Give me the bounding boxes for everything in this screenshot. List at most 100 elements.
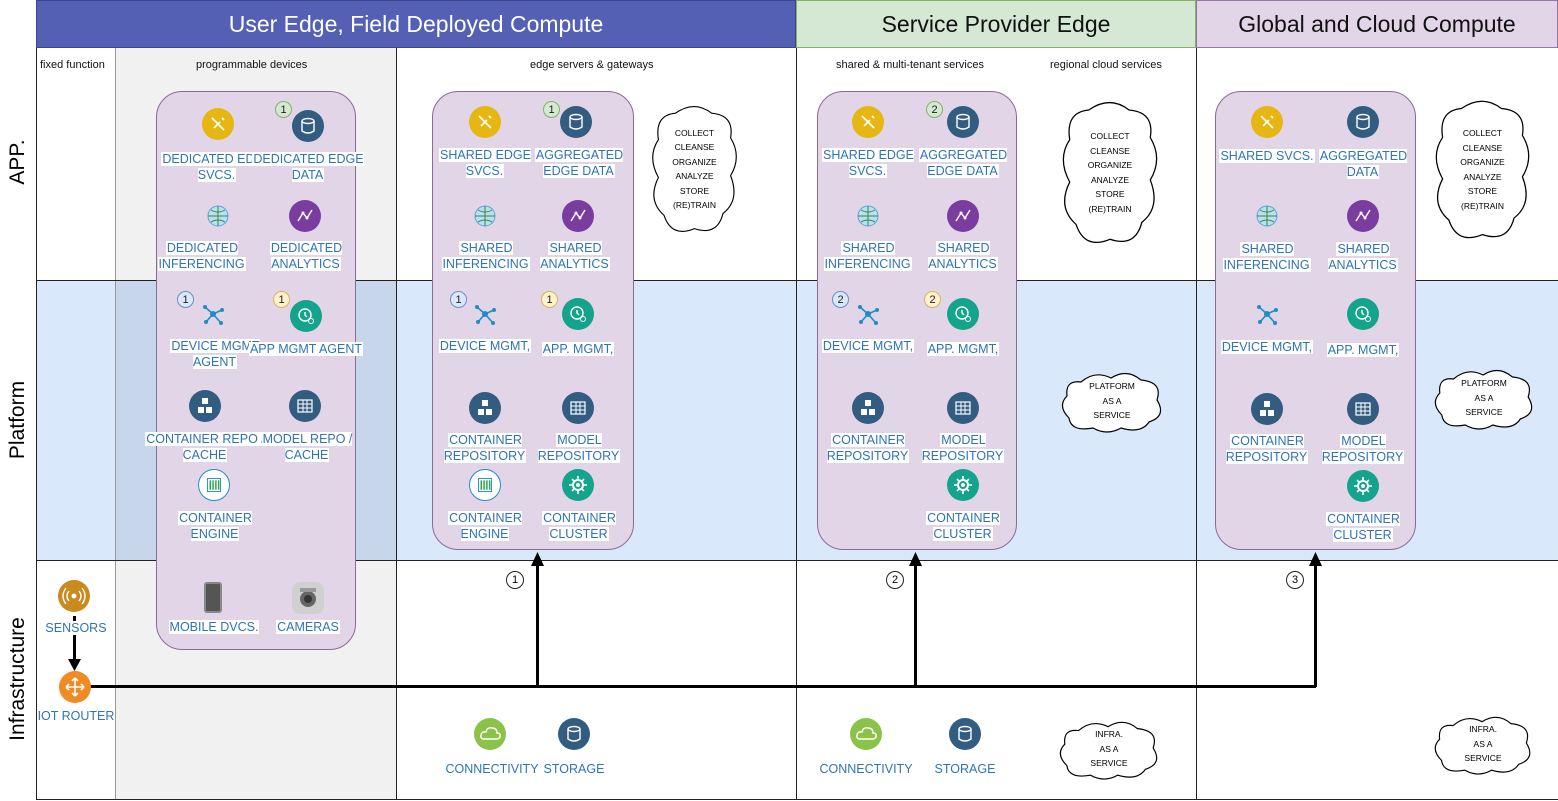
label-container-repository: CONTAINER REPOSITORY — [826, 433, 910, 463]
subheader-fixed-function: fixed function — [40, 59, 105, 71]
label-dedicated-analytics: DEDICATED ANALYTICS — [269, 241, 343, 271]
label-container-cluster: CONTAINER CLUSTER — [926, 511, 1000, 541]
header-service-provider-edge: Service Provider Edge — [796, 0, 1196, 48]
connection-line-sensors — [73, 616, 76, 660]
grid-line — [115, 48, 116, 800]
label-aggregated-data: AGGREGATED DATA — [1318, 149, 1408, 179]
app-management-icon — [1347, 298, 1379, 330]
app-management-icon — [562, 298, 594, 330]
globe-icon — [852, 200, 884, 232]
globe-icon — [1251, 200, 1283, 232]
analytics-icon — [1347, 200, 1379, 232]
container-repository-icon — [469, 392, 501, 424]
database-icon — [1347, 106, 1379, 138]
subheader-edge-servers: edge servers & gateways — [530, 59, 654, 71]
connectivity-icon — [850, 718, 882, 750]
label-container-repository: CONTAINER REPOSITORY — [1225, 434, 1309, 464]
label-container-engine: CONTAINER ENGINE — [448, 511, 522, 541]
label-shared-inferencing: SHARED INFERENCING — [824, 241, 912, 271]
storage-icon — [949, 718, 981, 750]
label-shared-inferencing: SHARED INFERENCING — [1223, 242, 1311, 272]
arrow-head-router — [68, 659, 81, 671]
label-shared-inferencing: SHARED INFERENCING — [442, 241, 530, 271]
label-shared-analytics: SHARED ANALYTICS — [1328, 242, 1398, 272]
grid-line — [396, 48, 397, 800]
globe-icon — [469, 200, 501, 232]
label-device-mgmt: DEVICE MGMT, — [438, 339, 532, 353]
connectivity-icon — [474, 718, 506, 750]
label-device-mgmt-agent: DEVICE MGMT AGENT — [170, 339, 260, 369]
router-icon — [59, 671, 91, 703]
container-cluster-icon — [1347, 470, 1379, 502]
model-repository-icon — [1347, 393, 1379, 425]
subheader-programmable-devices: programmable devices — [196, 59, 308, 71]
label-app-mgmt: APP. MGMT, — [541, 342, 615, 356]
model-repository-icon — [947, 392, 979, 424]
label-shared-edge-svcs: SHARED EDGE SVCS. — [439, 148, 531, 178]
connection-line-provider — [914, 566, 917, 687]
label-dedicated-inferencing: DEDICATED INFERENCING — [158, 241, 246, 271]
label-app-mgmt-agent: APP MGMT AGENT — [248, 342, 364, 356]
database-icon — [292, 110, 324, 142]
sensor-icon — [58, 580, 90, 612]
label-dedicated-edge-data: DEDICATED EDGE DATA — [252, 152, 364, 182]
database-icon — [560, 106, 592, 138]
route-number-2: 2 — [886, 571, 904, 589]
label-device-mgmt: DEVICE MGMT, — [821, 339, 915, 353]
label-model-repo-cache: MODEL REPO / CACHE — [261, 432, 353, 462]
badge-edge-data: 2 — [926, 101, 943, 118]
grid-line — [1196, 48, 1197, 800]
subheader-shared-multi-tenant: shared & multi-tenant services — [836, 59, 984, 71]
app-management-icon — [290, 300, 322, 332]
route-number-3: 3 — [1286, 571, 1304, 589]
badge-app-mgmt: 1 — [541, 291, 558, 308]
container-repository-icon — [1251, 393, 1283, 425]
label-container-engine: CONTAINER ENGINE — [178, 511, 252, 541]
edge-services-icon — [852, 106, 884, 138]
row-label-app: APP. — [6, 139, 29, 185]
analytics-icon — [562, 200, 594, 232]
label-connectivity: CONNECTIVITY — [818, 762, 914, 776]
subheader-regional-cloud: regional cloud services — [1050, 59, 1162, 71]
grid-line — [796, 48, 797, 800]
grid-line — [36, 48, 37, 800]
device-management-icon — [1251, 298, 1283, 330]
label-aggregated-edge-data: AGGREGATED EDGE DATA — [534, 148, 624, 178]
header-user-edge: User Edge, Field Deployed Compute — [36, 0, 796, 48]
container-cluster-icon — [562, 469, 594, 501]
global-cloud-panel — [1215, 91, 1416, 550]
label-shared-analytics: SHARED ANALYTICS — [540, 241, 610, 271]
label-model-repository: MODEL REPOSITORY — [1321, 434, 1405, 464]
connection-line-cloud — [1314, 566, 1317, 687]
badge-edge-data: 1 — [275, 101, 292, 118]
services-icon — [1251, 106, 1283, 138]
badge-device-mgmt: 1 — [450, 291, 467, 308]
device-management-icon — [469, 298, 501, 330]
label-app-mgmt: APP. MGMT, — [1326, 343, 1400, 357]
label-container-cluster: CONTAINER CLUSTER — [1326, 512, 1400, 542]
label-model-repository: MODEL REPOSITORY — [921, 433, 1005, 463]
analytics-icon — [947, 200, 979, 232]
container-engine-icon — [469, 469, 501, 501]
device-management-icon — [852, 298, 884, 330]
badge-edge-data: 1 — [543, 101, 560, 118]
analytics-icon — [289, 200, 321, 232]
connection-line-main — [90, 685, 1316, 688]
app-management-icon — [947, 298, 979, 330]
mobile-device-icon — [204, 582, 222, 613]
grid-line — [36, 799, 1558, 800]
label-container-repo-cache: CONTAINER REPO / CACHE — [145, 432, 265, 462]
connection-line-edge — [536, 566, 539, 687]
label-iot-router: IOT ROUTER — [36, 709, 116, 723]
label-container-repository: CONTAINER REPOSITORY — [443, 433, 527, 463]
row-label-platform: Platform — [6, 380, 29, 460]
badge-device-mgmt: 2 — [832, 291, 849, 308]
label-shared-analytics: SHARED ANALYTICS — [928, 241, 998, 271]
container-cluster-icon — [947, 469, 979, 501]
